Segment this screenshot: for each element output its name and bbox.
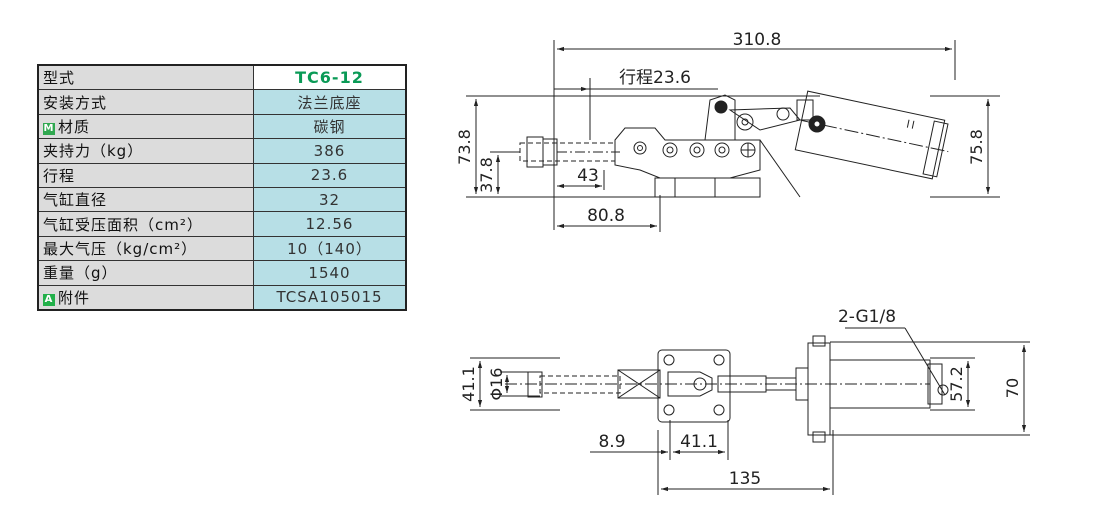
dim-phi16-label: Φ16: [487, 368, 506, 401]
dim-37-8-label: 37.8: [477, 157, 496, 193]
spec-label: 型式: [43, 69, 76, 88]
spec-row: 气缸直径 32: [37, 186, 407, 213]
top-view: [470, 327, 1030, 495]
top-cylinder: [829, 359, 931, 409]
spec-label: 安装方式: [43, 93, 108, 112]
material-badge-icon: M: [43, 122, 55, 135]
spec-value: 10（140）: [253, 235, 407, 262]
spec-label: 附件: [58, 288, 91, 307]
spec-label: 材质: [58, 117, 91, 136]
dim-43-label: 43: [577, 166, 599, 186]
dim-stroke-label: 行程23.6: [619, 68, 691, 88]
spec-label-cell: 气缸直径: [37, 186, 254, 213]
spec-row: 安装方式 法兰底座: [37, 89, 407, 115]
spec-label: 气缸受压面积（cm²）: [43, 215, 203, 234]
spec-label-cell: 重量（g）: [37, 260, 254, 286]
spec-value: 法兰底座: [253, 89, 407, 115]
dim-80-8-label: 80.8: [587, 206, 625, 226]
spec-label-cell: 行程: [37, 162, 254, 188]
spec-label: 气缸直径: [43, 191, 108, 210]
dim-73-8-label: 73.8: [455, 129, 474, 165]
port-leader: [904, 327, 946, 396]
spec-row: 行程 23.6: [37, 162, 407, 188]
side-view: [466, 40, 1000, 232]
rod-end-cap: [526, 136, 544, 168]
dim-310-8-label: 310.8: [733, 30, 782, 50]
spec-label: 夹持力（kg）: [43, 142, 144, 161]
model-value: TC6-12: [253, 64, 407, 91]
spec-value: TCSA105015: [253, 284, 407, 311]
spec-label-cell: 气缸受压面积（cm²）: [37, 211, 254, 237]
spec-row: 最大气压（kg/cm²） 10（140）: [37, 235, 407, 262]
top-base-plate: [657, 349, 731, 423]
spec-row: 重量（g） 1540: [37, 260, 407, 286]
dim-70-label: 70: [1003, 378, 1022, 398]
spec-label: 最大气压（kg/cm²）: [43, 239, 198, 258]
flange-base: [654, 177, 761, 198]
port-label: 2-G1/8: [838, 307, 896, 327]
top-cylinder-flange: [807, 342, 831, 436]
spec-label-cell: 安装方式: [37, 89, 254, 115]
spec-label: 重量（g）: [43, 264, 118, 283]
air-cylinder: [794, 90, 949, 180]
spec-value: 碳钢: [253, 113, 407, 140]
spec-value: 32: [253, 186, 407, 213]
spec-label-cell: 夹持力（kg）: [37, 138, 254, 164]
clamp-body: [614, 127, 761, 179]
spec-label-cell: 最大气压（kg/cm²）: [37, 235, 254, 262]
spec-row: 气缸受压面积（cm²） 12.56: [37, 211, 407, 237]
accessory-badge-icon: A: [43, 293, 55, 306]
dim-75-8-label: 75.8: [967, 129, 986, 165]
dim-41-1-label: 41.1: [459, 366, 478, 402]
dim-135-label: 135: [729, 469, 761, 489]
spec-value: 23.6: [253, 162, 407, 188]
dim-57-2-label: 57.2: [947, 366, 966, 402]
dim-41-1-bottom-label: 41.1: [680, 432, 718, 452]
spec-value: 12.56: [253, 211, 407, 237]
spec-label: 行程: [43, 166, 76, 185]
air-port: [937, 384, 949, 396]
dim-8-9-label: 8.9: [598, 432, 625, 452]
spec-value: 1540: [253, 260, 407, 286]
